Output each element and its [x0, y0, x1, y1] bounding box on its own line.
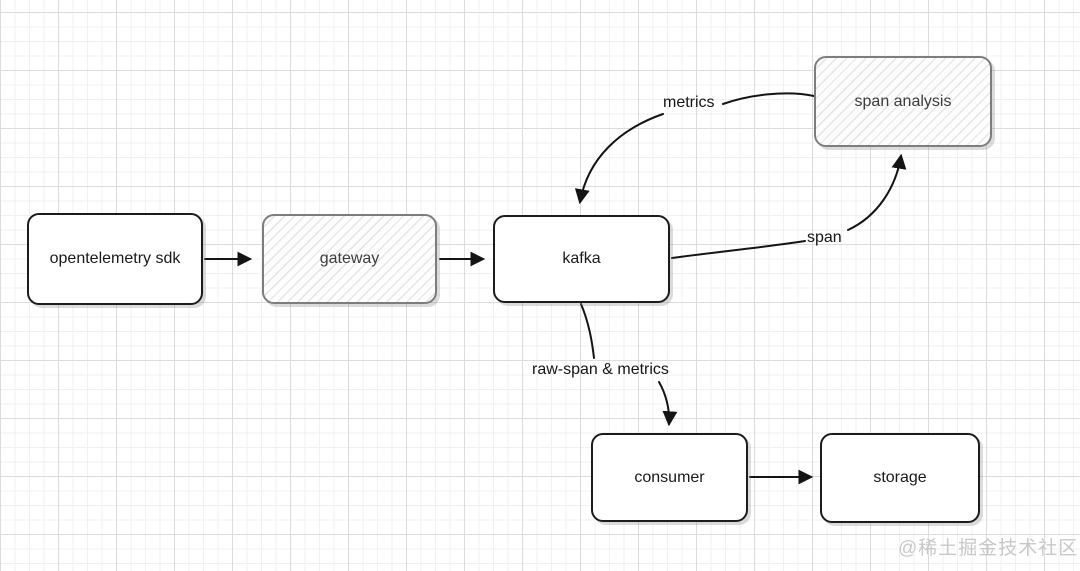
node-consumer: consumer — [591, 433, 748, 522]
edge-label-raw-span-metrics: raw-span & metrics — [532, 361, 669, 378]
edge-kafka-to-spananalysis-segment-a — [671, 240, 806, 259]
edge-spananalysis-to-kafka-segment-a — [722, 92, 815, 105]
node-gateway-label: gateway — [319, 250, 380, 267]
node-storage: storage — [820, 433, 980, 523]
edge-kafka-to-consumer-segment-b — [658, 381, 678, 427]
node-storage-label: storage — [873, 469, 927, 486]
edge-spananalysis-to-kafka-segment-b — [574, 113, 664, 205]
edge-kafka-to-consumer-segment-a — [580, 303, 595, 359]
node-span-analysis: span analysis — [814, 56, 992, 147]
edge-label-metrics: metrics — [663, 94, 715, 111]
watermark: @稀土掘金技术社区 — [898, 538, 1079, 559]
node-kafka-label: kafka — [562, 250, 601, 267]
edge-label-span: span — [807, 229, 842, 246]
node-kafka: kafka — [493, 215, 670, 303]
node-opentelemetry-sdk: opentelemetry sdk — [27, 213, 203, 305]
edge-kafka-to-spananalysis-segment-b — [847, 153, 907, 231]
node-gateway: gateway — [262, 214, 437, 304]
node-consumer-label: consumer — [634, 468, 705, 486]
node-opentelemetry-sdk-label: opentelemetry sdk — [49, 250, 181, 267]
node-span-analysis-label: span analysis — [854, 92, 952, 110]
